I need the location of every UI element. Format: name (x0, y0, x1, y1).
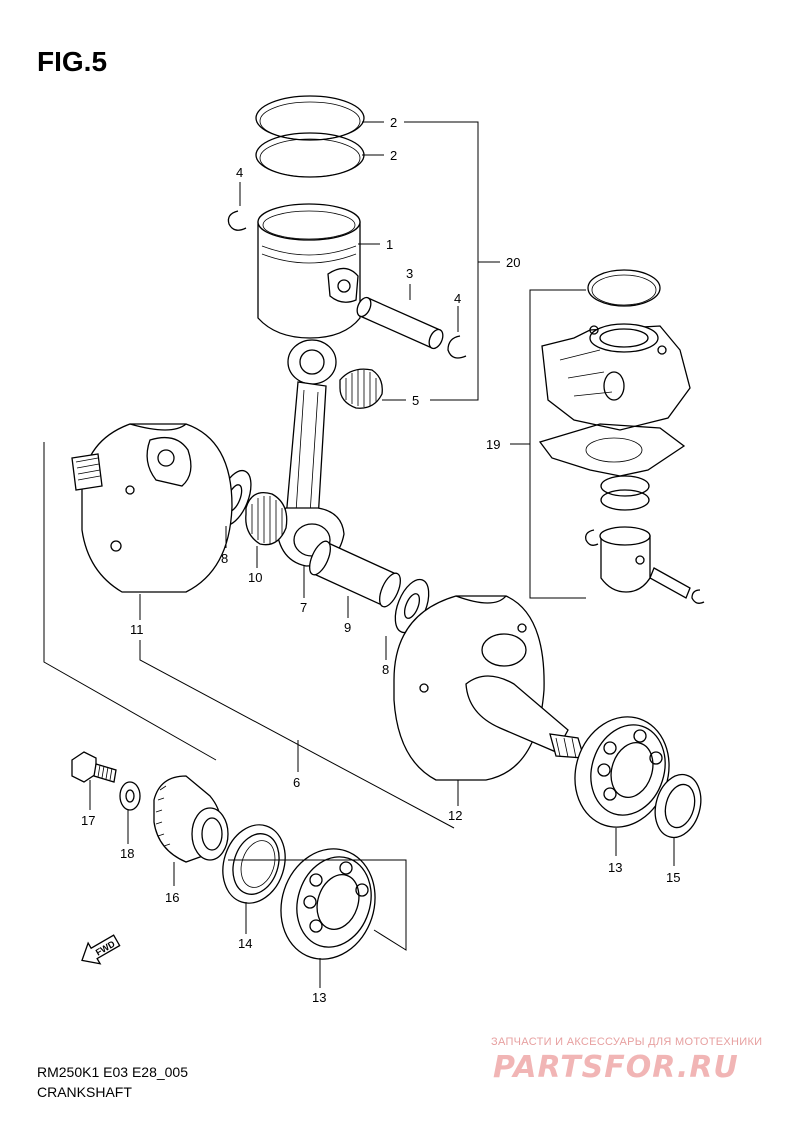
callout-16: 16 (165, 890, 179, 905)
callout-7: 7 (300, 600, 307, 615)
callout-20: 20 (506, 255, 520, 270)
callout-13: 13 (608, 860, 622, 875)
callout-18: 18 (120, 846, 134, 861)
piston[interactable] (257, 203, 361, 339)
callout-13: 13 (312, 990, 326, 1005)
main-bearing-left[interactable] (267, 837, 389, 972)
bolt-washer[interactable] (119, 781, 141, 811)
crankshaft-right-half[interactable] (393, 595, 585, 781)
callout-15: 15 (666, 870, 680, 885)
crankshaft-left-half[interactable] (71, 423, 233, 593)
figure-title: FIG.5 (37, 46, 108, 77)
small-end-bearing[interactable] (339, 368, 383, 409)
oil-seal-right[interactable] (648, 769, 707, 842)
callout-12: 12 (448, 808, 462, 823)
callout-6: 6 (293, 775, 300, 790)
callout-17: 17 (81, 813, 95, 828)
primary-drive-gear[interactable] (153, 775, 229, 863)
cylinder-base-gasket[interactable] (538, 423, 686, 477)
callout-19: 19 (486, 437, 500, 452)
kit-circlip-right[interactable] (691, 589, 705, 604)
callout-labels: 2 2 4 1 3 4 20 5 19 8 10 7 9 11 8 6 12 1… (81, 115, 680, 1005)
callout-1: 1 (386, 237, 393, 252)
piston-pin[interactable] (354, 295, 445, 350)
big-end-bearing[interactable] (245, 491, 288, 546)
callout-8: 8 (221, 551, 228, 566)
figure-caption: CRANKSHAFT (37, 1084, 132, 1100)
cylinder-head-gasket[interactable] (587, 269, 661, 307)
crank-pin[interactable] (305, 538, 404, 609)
piston-pin-circlip-left[interactable] (227, 210, 247, 231)
callout-4: 4 (236, 165, 243, 180)
callout-3: 3 (406, 266, 413, 281)
callout-14: 14 (238, 936, 252, 951)
main-bearing-right[interactable] (561, 705, 683, 840)
callout-5: 5 (412, 393, 419, 408)
callout-2: 2 (390, 115, 397, 130)
kit-piston-rings[interactable] (600, 475, 650, 511)
kit-piston-pin[interactable] (649, 567, 691, 599)
model-code: RM250K1 E03 E28_005 (37, 1064, 188, 1080)
callout-9: 9 (344, 620, 351, 635)
callout-8: 8 (382, 662, 389, 677)
leader-lines (43, 121, 675, 988)
connecting-rod[interactable] (275, 339, 345, 567)
watermark-tagline: ЗАПЧАСТИ И АКСЕССУАРЫ ДЛЯ МОТОТЕХНИКИ (491, 1036, 763, 1048)
cylinder[interactable] (541, 323, 691, 431)
watermark-logo: PARTSFOR.RU (493, 1050, 739, 1085)
piston-pin-circlip-right[interactable] (447, 335, 467, 359)
oil-seal-left[interactable] (213, 817, 295, 912)
callout-10: 10 (248, 570, 262, 585)
kit-circlip-left[interactable] (585, 529, 599, 546)
callout-2: 2 (390, 148, 397, 163)
crankshaft-bolt[interactable] (71, 751, 117, 783)
kit-piston[interactable] (599, 526, 651, 593)
callout-11: 11 (130, 622, 144, 637)
callout-4: 4 (454, 291, 461, 306)
fwd-arrow-icon: FWD (81, 934, 121, 965)
piston-ring-top[interactable] (255, 95, 365, 141)
